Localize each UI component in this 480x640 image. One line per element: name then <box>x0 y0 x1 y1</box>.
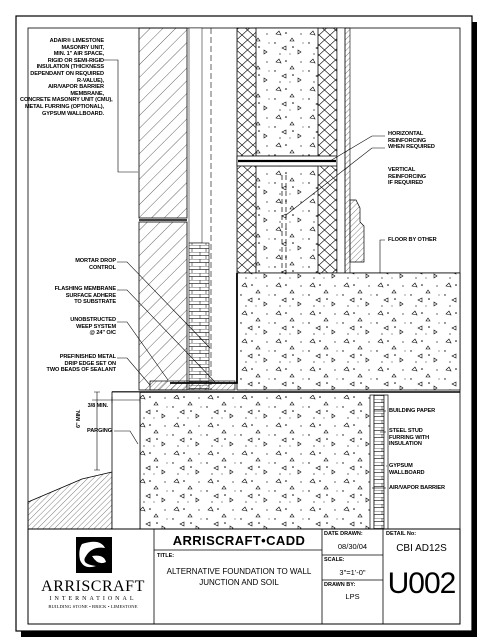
footing-region <box>140 395 370 529</box>
logo-subtitle: INTERNATIONAL <box>49 596 137 602</box>
label-weep: UNOBSTRUCTED WEEP SYSTEM @ 24" O/C <box>70 317 116 337</box>
logo-mark-icon <box>76 537 112 573</box>
label-flashing: FLASHING MEMBRANE SURFACE ADHERE TO SUBS… <box>54 286 116 306</box>
leader-horizontal <box>329 135 385 162</box>
title-label: TITLE: <box>157 553 175 559</box>
label-drip-edge: PREFINISHED METAL DRIP EDGE SET ON TWO B… <box>46 354 117 374</box>
label-vertical-reinforcing: VERTICAL REINFORCING IF REQUIRED <box>388 167 427 187</box>
detail-label: DETAIL No: <box>386 531 417 537</box>
scale-label: SCALE: <box>324 557 345 563</box>
building-paper <box>369 394 375 530</box>
limestone-veneer <box>138 27 188 219</box>
leader-flashing <box>117 289 216 383</box>
date-value: 08/30/04 <box>337 542 368 551</box>
brick-section <box>188 242 210 391</box>
label-mortar-drop: MORTAR DROP CONTROL <box>75 258 116 271</box>
leader-vertical <box>285 147 385 216</box>
label-building-paper: BUILDING PAPER <box>389 408 436 414</box>
scale-value: 3"=1'-0" <box>339 568 366 577</box>
furring <box>336 27 346 274</box>
leader-wall <box>104 59 138 173</box>
label-steel-stud: STEEL STUD FURRING WITH INSULATION <box>389 428 430 448</box>
baseboard <box>349 199 365 263</box>
drip-edge-sealant <box>149 380 236 391</box>
cmu-core-bottom <box>255 165 319 274</box>
limestone-veneer-lower <box>138 221 188 391</box>
label-parging: PARGING <box>87 428 112 434</box>
label-horizontal-reinforcing: HORIZONTAL REINFORCING WHEN REQUIRED <box>388 131 435 151</box>
sheet-code: U002 <box>387 567 457 600</box>
label-6-min: 6" MIN. <box>76 409 82 428</box>
title-line-1: ALTERNATIVE FOUNDATION TO WALL <box>166 567 312 576</box>
logo-tagline: BUILDING STONE • BRICK • LIMESTONE <box>48 604 138 609</box>
leader-floor <box>379 239 385 273</box>
leader-mortar <box>117 261 211 349</box>
label-floor: FLOOR BY OTHER <box>388 237 437 243</box>
gypsum-basement <box>383 394 389 530</box>
detail-value: CBI AD12S <box>396 543 447 554</box>
leader-weep <box>117 321 169 381</box>
insulation-board <box>188 27 203 244</box>
label-air-vapor: AIR/VAPOR BARRIER <box>389 485 446 491</box>
foundation-wall <box>236 272 461 391</box>
label-wall-assembly: ADAIR® LIMESTONE MASONRY UNIT, MIN. 1" A… <box>20 38 113 117</box>
leader-parging <box>114 430 139 445</box>
title-line-2: JUNCTION AND SOIL <box>199 578 279 587</box>
date-label: DATE DRAWN: <box>324 531 363 537</box>
logo-name: ARRISCRAFT <box>41 578 145 595</box>
parging <box>111 391 141 530</box>
company-name: ARRISCRAFT•CADD <box>172 533 306 548</box>
label-gypsum: GYPSUM WALLBOARD <box>389 463 425 476</box>
steel-stud <box>373 394 385 530</box>
leader-drip <box>117 357 151 386</box>
cmu-core-top <box>255 27 319 157</box>
drawn-label: DRAWN BY: <box>324 582 356 588</box>
drawn-value: LPS <box>345 592 360 601</box>
label-3-8-min: 3/8 MIN. <box>87 403 108 409</box>
